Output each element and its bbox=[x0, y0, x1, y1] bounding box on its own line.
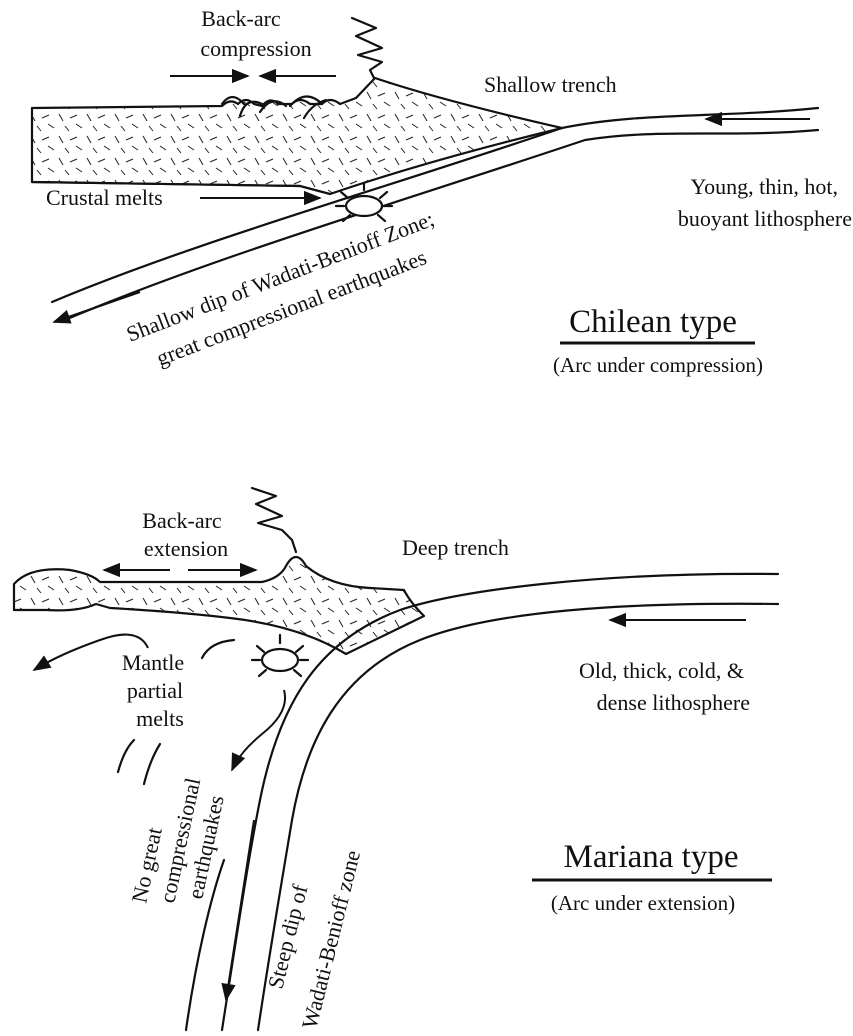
mariana-crust bbox=[14, 557, 424, 654]
mariana-backarc-label-2: extension bbox=[144, 536, 228, 561]
mariana-dip-arrow bbox=[226, 820, 254, 1000]
mariana-backarc-label-1: Back-arc bbox=[142, 508, 222, 533]
chilean-trench-label: Shallow trench bbox=[484, 72, 617, 97]
mariana-mantle-stroke-2 bbox=[118, 740, 134, 772]
mariana-dip-label-2: Wadati-Benioff zone bbox=[297, 848, 366, 1032]
mariana-mantle-stroke-3 bbox=[144, 744, 160, 784]
chilean-crust bbox=[32, 78, 562, 194]
mariana-volcano-icon bbox=[252, 488, 296, 552]
chilean-volcano-icon bbox=[352, 18, 382, 78]
chilean-backarc-label-2: compression bbox=[200, 36, 311, 61]
chilean-subtitle: (Arc under compression) bbox=[553, 353, 763, 377]
chilean-plate-label-2: buoyant lithosphere bbox=[678, 206, 852, 231]
mariana-plate-label-2: dense lithosphere bbox=[597, 690, 750, 715]
chilean-crustal-melts-label: Crustal melts bbox=[46, 185, 163, 210]
mariana-subtitle: (Arc under extension) bbox=[551, 891, 735, 915]
mariana-dip-label-1: Steep dip of bbox=[263, 881, 313, 991]
mariana-mantle-label-1: Mantle bbox=[122, 650, 184, 675]
chilean-title: Chilean type bbox=[569, 304, 737, 340]
mariana-trench-label: Deep trench bbox=[402, 535, 509, 560]
mariana-panel: Back-arc extension Deep trench Mantle pa… bbox=[14, 488, 778, 1031]
chilean-panel: Back-arc compression Shallow trench Crus… bbox=[32, 6, 852, 377]
mariana-melt-burst-icon bbox=[252, 635, 308, 676]
chilean-backarc-label-1: Back-arc bbox=[201, 6, 281, 31]
mariana-mantle-stroke-1 bbox=[202, 640, 234, 658]
mariana-plate-label-1: Old, thick, cold, & bbox=[579, 658, 744, 683]
mariana-mantle-label-2: partial bbox=[127, 678, 183, 703]
mariana-mantle-label-3: melts bbox=[136, 706, 184, 731]
chilean-plate-label-1: Young, thin, hot, bbox=[690, 174, 838, 199]
mariana-melt-flow-arrow bbox=[232, 690, 285, 770]
mariana-title: Mariana type bbox=[563, 839, 738, 875]
mariana-slab-top bbox=[222, 574, 778, 1030]
